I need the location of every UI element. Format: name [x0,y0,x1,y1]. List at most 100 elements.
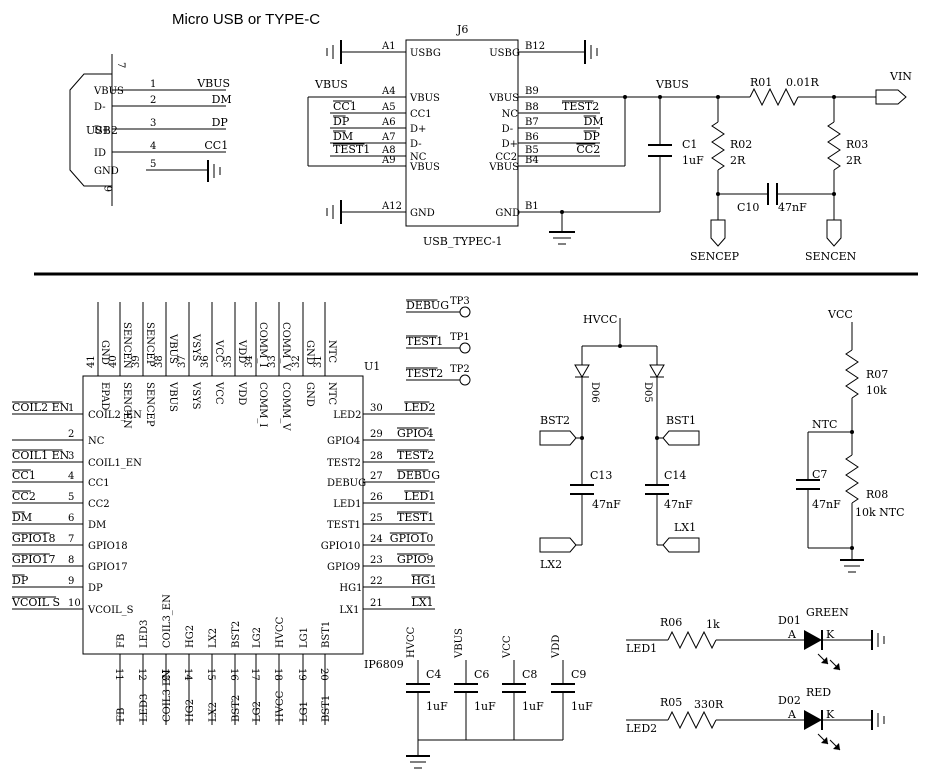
ntc-vcc-label: VCC [827,308,853,321]
r03-value: 2R [846,154,862,167]
led-resistor-value: 330R [694,698,724,711]
c13-ref: C13 [590,469,612,482]
j6-net-label: TEST2 [562,100,599,113]
j6-pin-num: B5 [525,145,539,156]
u1-pin-name: HG2 [185,625,196,648]
j6-pin-num: A9 [381,155,396,166]
u1-pin-num: 21 [370,598,383,609]
u1-pin-num: 41 [86,355,97,368]
u1-pin-num: 14 [182,668,193,681]
j6-pin-name: NC [502,109,519,120]
u1-ref: U1 [364,360,380,373]
led-net-label: LED2 [626,722,657,735]
r02-value: 2R [730,154,746,167]
u1-pin-num: 2 [68,429,74,440]
r02-ref: R02 [730,138,752,151]
j6-net-label: CC2 [576,143,600,156]
u1-pin-num: 12 [136,668,147,681]
c13-value: 47nF [592,498,621,511]
j6-typec-connector: J6 USB_TYPEC-1 A1USBGA4VBUSA5CC1CC1A6D+D… [307,23,750,248]
j6-pin-name: CC1 [410,109,432,120]
u1-net-label: COIL1 EN [12,449,70,462]
u1-net-label: DP [12,574,29,587]
u1-pin-name: NC [88,436,105,447]
u1-net-label: COMM_V [280,322,291,371]
u1-pin-num: 40 [108,355,119,368]
u1-net-label: GPIO18 [12,532,56,545]
led-anode: A [787,708,797,721]
usb2-pin-name: D+ [94,125,110,136]
u1-pin-num: 1 [68,403,74,414]
u1-net-label: DM [12,511,32,524]
u1-pin-name: LED2 [333,410,361,421]
u1-pin-name: GPIO9 [327,562,360,573]
u1-pin-name: LED1 [333,499,361,510]
u1-pin-num: 24 [370,534,383,545]
u1-pin-name: CC2 [88,499,110,510]
testpoint-net: TEST2 [406,367,443,380]
u1-pin-name: COIL1_EN [88,458,142,469]
u1-net-label: HG2 [185,699,196,722]
decap-ref: C4 [426,668,441,681]
led-light-arrow [821,657,828,664]
u1-pin-num: 18 [272,668,283,681]
u1-pin-name: COIL2_EN [88,410,142,421]
j6-pin-num: A5 [381,102,396,113]
j6-net-label: DP [333,115,350,128]
u1-net-label: LX1 [411,596,433,609]
sense-vbus-label: VBUS [655,78,689,91]
u1-pin-num: 36 [200,355,211,368]
u1-pin-num: 28 [370,451,383,462]
r08-value: 10k NTC [855,506,905,519]
usb2-pin-num: 2 [150,95,156,106]
u1-net-label: CC1 [12,469,36,482]
led-diode-icon [804,710,822,730]
u1-pin-num: 30 [370,403,383,414]
u1-pin-name: TEST2 [327,458,361,469]
led-ref: D02 [778,694,801,707]
u1-pin-num: 34 [244,355,255,368]
j6-pin-num: A4 [381,86,396,97]
u1-net-label: GND [99,340,110,365]
testpoint-ref: TP1 [450,332,470,343]
usb2-net-label: CC1 [204,139,228,152]
usb2-pin7: 7 [115,62,126,68]
u1-pin-name: HG1 [339,583,362,594]
j6-net-label: CC1 [333,100,357,113]
u1-net-label: FB [116,708,127,722]
d05-ref: D05 [642,382,653,403]
led-net-label: LED1 [626,642,657,655]
led-resistor [667,710,717,730]
j6-pin-num: B1 [525,201,539,212]
u1-net-label: LG2 [252,701,263,722]
r07-ref: R07 [866,368,888,381]
r07-value: 10k [866,384,887,397]
decap-ref: C8 [522,668,537,681]
d06-ref: D06 [589,382,600,403]
u1-pin-name: COMM_I [257,382,268,427]
decap-ref: C9 [571,668,586,681]
c10-ref: C10 [737,201,759,214]
u1-net-label: TEST1 [397,511,434,524]
u1-net-label: VCOIL S [11,596,60,609]
testpoint-circle [459,374,471,386]
u1-pin-num: 4 [68,471,74,482]
j6-pin-name: GND [495,208,520,219]
j6-pin-num: A7 [381,132,396,143]
u1-net-label: TEST2 [397,449,434,462]
u1-pin-name: LX2 [208,628,219,648]
u1-pin-name: DM [88,520,106,531]
u1-pin-name: SENCEP [144,382,155,427]
led-cathode: K [826,708,835,721]
led-cathode: K [826,628,835,641]
sencep-label: SENCEP [690,250,740,263]
u1-pin-num: 22 [370,576,383,587]
u1-pin-num: 7 [68,534,74,545]
u1-net-label: BST2 [231,695,242,722]
u1-pin-num: 8 [68,555,74,566]
u1-pin-num: 17 [249,668,260,681]
j6-net-label: DM [584,115,604,128]
usb2-pin-num: 5 [150,159,156,170]
usb2-ref: USB2 [86,124,118,137]
